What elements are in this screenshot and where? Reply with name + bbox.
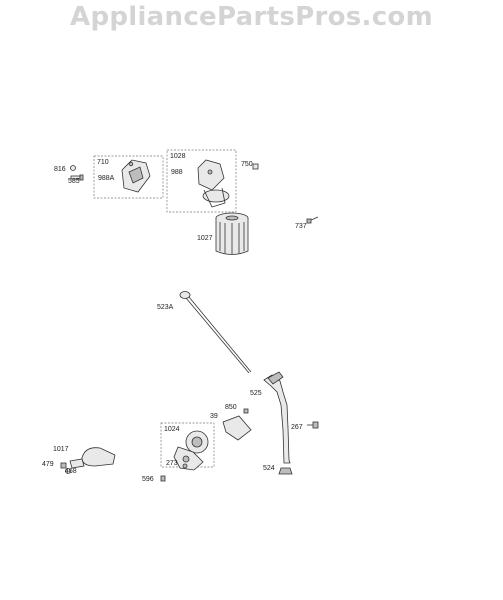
callout-267: 267: [291, 424, 303, 431]
part-988A-adapter-plate[interactable]: [121, 159, 151, 193]
part-525-dipstick-tube[interactable]: [263, 371, 291, 464]
part-273-bolt[interactable]: [182, 463, 188, 469]
part-1017-pickup[interactable]: [69, 447, 116, 469]
part-596-screw[interactable]: [160, 475, 166, 482]
part-524-grommet[interactable]: [278, 467, 293, 475]
callout-750: 750: [241, 161, 253, 168]
callout-1028: 1028: [170, 153, 186, 160]
callout-273: 273: [166, 460, 178, 467]
callout-737: 737: [295, 223, 307, 230]
callout-525: 525: [250, 390, 262, 397]
callout-1027: 1027: [197, 235, 213, 242]
callout-596: 596: [142, 476, 154, 483]
callout-1024: 1024: [164, 426, 180, 433]
part-585-bolt[interactable]: [70, 174, 84, 181]
part-1027-oil-filter[interactable]: [215, 212, 249, 255]
callout-39: 39: [210, 413, 218, 420]
part-850-pin[interactable]: [243, 408, 249, 414]
group-box-710: [93, 155, 164, 199]
callout-988: 988: [171, 169, 183, 176]
callout-523A: 523A: [157, 304, 174, 311]
part-523A-dipstick[interactable]: [179, 291, 252, 374]
callout-585: 585: [68, 178, 80, 185]
callout-524: 524: [263, 465, 275, 472]
watermark-logo: AppliancePartsPros.com: [70, 2, 433, 32]
callout-816: 816: [54, 166, 66, 173]
part-1024-oil-pump[interactable]: [173, 430, 209, 471]
part-988-filter-adapter[interactable]: [197, 159, 230, 208]
part-750-fitting[interactable]: [252, 163, 259, 170]
part-39-gasket[interactable]: [222, 415, 252, 441]
part-737-screw[interactable]: [306, 216, 319, 224]
callout-1017: 1017: [53, 446, 69, 453]
part-816-screw[interactable]: [70, 165, 76, 171]
callout-479: 479: [42, 461, 54, 468]
part-267-bolt[interactable]: [307, 421, 319, 429]
part-479-clip[interactable]: [60, 462, 67, 469]
group-box-1028: [166, 149, 237, 213]
callout-988A: 988A: [98, 175, 115, 182]
callout-468: 468: [65, 468, 77, 475]
part-468-seal[interactable]: [65, 468, 71, 474]
callout-710: 710: [97, 159, 109, 166]
callout-850: 850: [225, 404, 237, 411]
